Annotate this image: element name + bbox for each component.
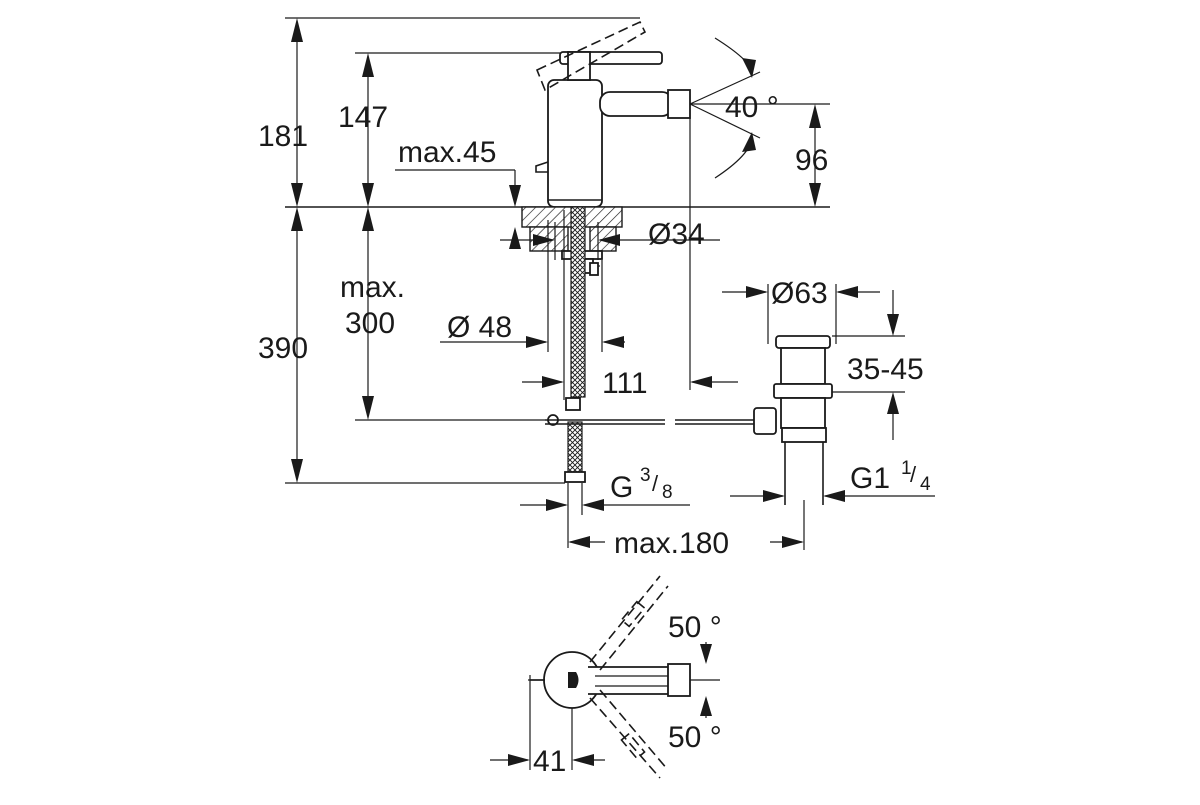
top-offset-label: 41: [533, 745, 566, 778]
spout-outlet-height-label: 96: [795, 144, 828, 177]
dim-waste-thread: G1 1 / 4: [730, 458, 935, 502]
pop-up-distance-label: max.180: [614, 527, 729, 560]
waste-range-label: 35-45: [847, 353, 924, 386]
dim-waste-diameter: Ø63: [722, 277, 880, 344]
hose-length-label-1: max.: [340, 271, 405, 304]
dim-waste-range: 35-45: [832, 290, 924, 440]
mounting-assembly: [521, 206, 623, 483]
dim-top-angle-upper: 50 °: [668, 611, 722, 664]
dim-top-angle-lower: 50 °: [668, 696, 722, 754]
dim-base-diameter: Ø 48: [440, 220, 625, 352]
dim-top-offset: 41: [490, 708, 605, 778]
dim-total-height: 181: [258, 17, 640, 207]
waste-thread-base-label: G1: [850, 462, 890, 495]
base-diameter-label: Ø 48: [447, 311, 512, 344]
dim-reach: 111: [522, 118, 738, 400]
top-view: 50 ° 50 ° 41: [490, 575, 722, 779]
waste-thread-numerator: 1: [901, 458, 912, 479]
deck-thickness-label: max.45: [398, 136, 496, 169]
waste-valve: [753, 335, 833, 505]
inlet-thread-base-label: G: [610, 471, 633, 504]
swivel-angle-label: 40 °: [725, 91, 779, 124]
dim-below-deck-height: 390: [258, 207, 565, 484]
spout-height-label: 147: [338, 101, 388, 134]
total-height-label: 181: [258, 120, 308, 153]
top-angle-lower-label: 50 °: [668, 721, 722, 754]
dim-spout-height: 147: [338, 52, 560, 207]
inlet-thread-denominator: 8: [662, 482, 673, 503]
waste-thread-denominator: 4: [920, 474, 931, 495]
reach-label: 111: [602, 367, 648, 400]
inlet-thread-numerator: 3: [640, 465, 651, 486]
handle-raised-outline: [535, 20, 647, 92]
svg-text:/: /: [910, 462, 917, 487]
side-view: 181 147 max.45 40 °: [258, 17, 935, 560]
top-angle-upper-label: 50 °: [668, 611, 722, 644]
dim-swivel-angle: 40 °: [689, 37, 779, 179]
hole-diameter-label: Ø34: [648, 218, 705, 251]
waste-diameter-label: Ø63: [771, 277, 828, 310]
tap-body: [535, 20, 691, 208]
dim-hose-length: max. 300: [340, 207, 545, 421]
below-deck-height-label: 390: [258, 332, 308, 365]
dim-deck-thickness: max.45: [395, 136, 521, 249]
dim-inlet-thread: G 3 / 8: [520, 465, 690, 548]
svg-text:/: /: [652, 471, 659, 496]
dim-spout-outlet-height: 96: [690, 103, 830, 207]
dim-hole-diameter: Ø34: [500, 218, 720, 260]
hose-length-label-2: 300: [345, 307, 395, 340]
dim-pop-up-distance: max.180: [568, 500, 805, 560]
handle-swing-outline: [589, 575, 669, 779]
